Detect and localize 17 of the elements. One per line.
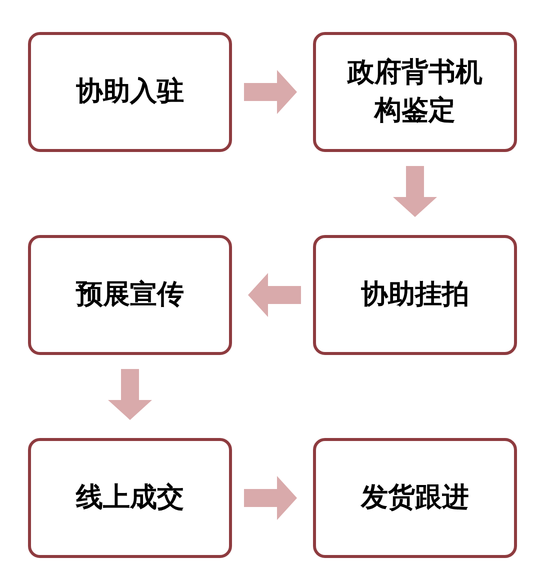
box-label: 发货跟进 — [360, 481, 470, 515]
box-label: 预展宣传 — [74, 278, 185, 312]
block-arrow — [244, 70, 297, 114]
block-arrow — [244, 476, 297, 520]
process-box — [28, 235, 232, 355]
block-arrow — [108, 369, 152, 420]
box-label: 协助挂拍 — [360, 278, 470, 312]
block-arrow — [248, 273, 301, 317]
process-box — [28, 32, 232, 152]
process-box — [313, 235, 517, 355]
process-box — [28, 438, 232, 558]
block-arrow — [393, 166, 437, 217]
box-label: 政府背书机构鉴定 — [346, 56, 484, 128]
box-label: 线上成交 — [74, 481, 185, 515]
box-label: 协助入驻 — [75, 75, 185, 109]
process-box — [313, 438, 517, 558]
process-box — [313, 32, 517, 152]
